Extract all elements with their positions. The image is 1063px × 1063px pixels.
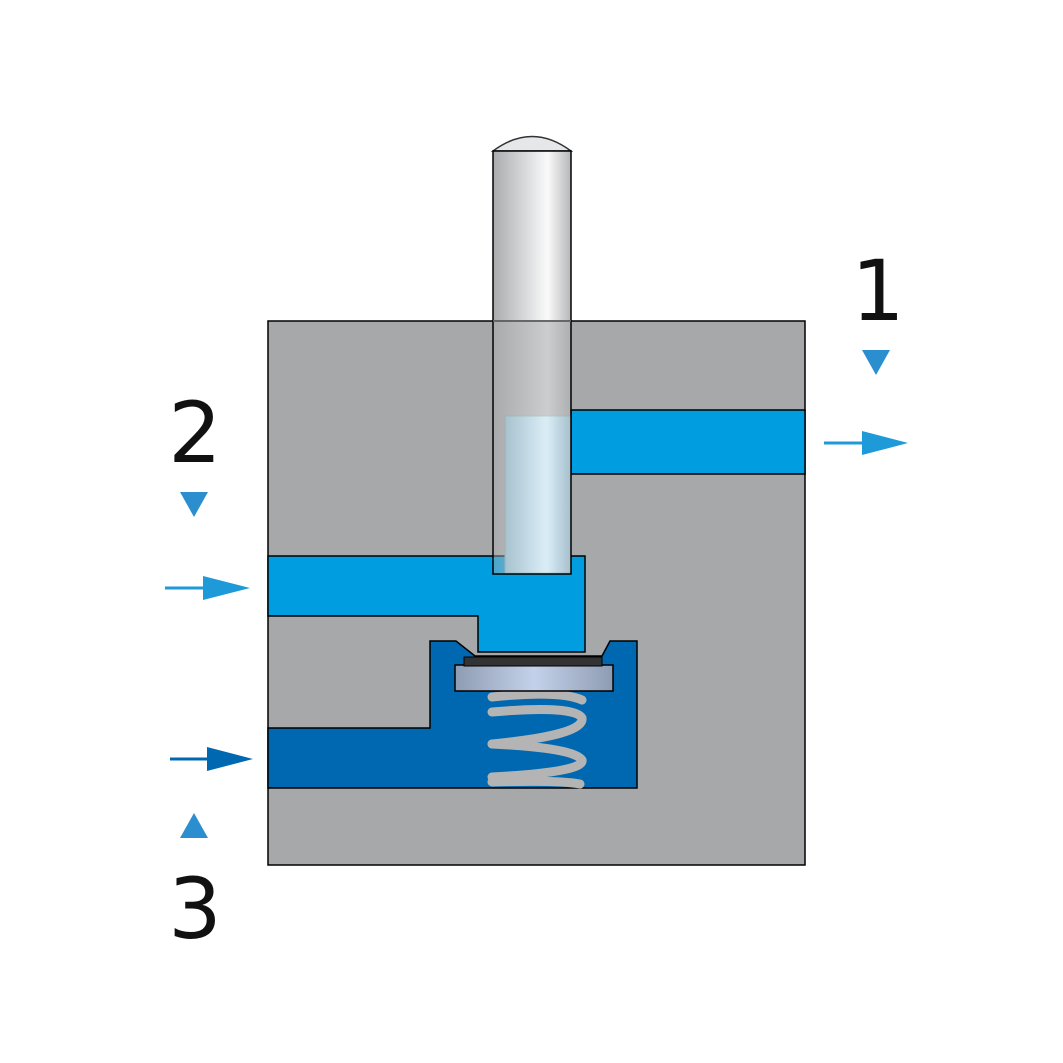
port-3-arrow	[170, 747, 253, 771]
spring	[487, 689, 587, 789]
port-1-channel	[570, 409, 806, 475]
port-2-arrow	[165, 576, 250, 600]
plunger	[490, 135, 574, 575]
valve-disc	[454, 664, 614, 692]
seal	[463, 656, 603, 667]
port-2-marker-icon	[180, 492, 208, 517]
port-1-arrow	[824, 431, 908, 455]
port-2-label: 2	[168, 384, 221, 482]
port-3-label: 3	[168, 860, 221, 958]
port-2-channel	[267, 555, 586, 653]
port-3-marker-icon	[180, 813, 208, 838]
port-1-marker-icon	[862, 350, 890, 375]
port-1-label: 1	[851, 242, 904, 340]
